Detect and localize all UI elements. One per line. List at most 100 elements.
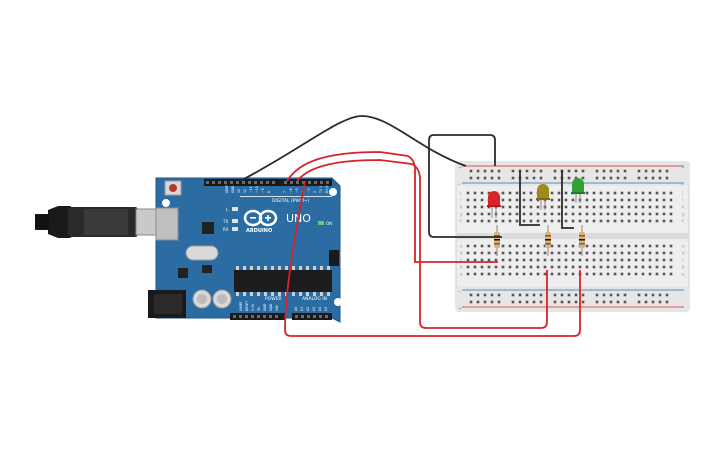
- breadboard-hole[interactable]: [651, 169, 655, 173]
- breadboard-hole[interactable]: [571, 251, 575, 255]
- breadboard-hole[interactable]: [613, 272, 617, 276]
- breadboard-hole[interactable]: [508, 258, 512, 262]
- reset-button[interactable]: [164, 180, 182, 196]
- breadboard-hole[interactable]: [620, 272, 624, 276]
- breadboard-hole[interactable]: [644, 300, 648, 304]
- breadboard-hole[interactable]: [536, 244, 540, 248]
- wire-gnd-loop[interactable]: [428, 134, 502, 238]
- breadboard-hole[interactable]: [655, 212, 659, 216]
- breadboard-hole[interactable]: [634, 191, 638, 195]
- breadboard-hole[interactable]: [508, 244, 512, 248]
- breadboard-hole[interactable]: [641, 251, 645, 255]
- breadboard-hole[interactable]: [648, 244, 652, 248]
- breadboard-hole[interactable]: [466, 198, 470, 202]
- breadboard-hole[interactable]: [620, 219, 624, 223]
- breadboard-hole[interactable]: [571, 272, 575, 276]
- breadboard-hole[interactable]: [585, 212, 589, 216]
- breadboard-hole[interactable]: [522, 219, 526, 223]
- breadboard-hole[interactable]: [669, 219, 673, 223]
- breadboard-hole[interactable]: [634, 251, 638, 255]
- breadboard-hole[interactable]: [536, 219, 540, 223]
- breadboard-hole[interactable]: [529, 198, 533, 202]
- breadboard-hole[interactable]: [473, 265, 477, 269]
- breadboard-hole[interactable]: [564, 244, 568, 248]
- breadboard-hole[interactable]: [564, 258, 568, 262]
- breadboard-hole[interactable]: [669, 191, 673, 195]
- breadboard-hole[interactable]: [620, 251, 624, 255]
- breadboard-hole[interactable]: [592, 219, 596, 223]
- breadboard-hole[interactable]: [564, 191, 568, 195]
- breadboard-hole[interactable]: [466, 212, 470, 216]
- breadboard-hole[interactable]: [634, 244, 638, 248]
- breadboard-hole[interactable]: [644, 169, 648, 173]
- breadboard-hole[interactable]: [662, 244, 666, 248]
- breadboard-hole[interactable]: [648, 265, 652, 269]
- breadboard-hole[interactable]: [543, 272, 547, 276]
- breadboard-hole[interactable]: [655, 265, 659, 269]
- breadboard-hole[interactable]: [522, 205, 526, 209]
- breadboard-hole[interactable]: [609, 176, 613, 180]
- breadboard-hole[interactable]: [634, 219, 638, 223]
- breadboard-hole[interactable]: [613, 219, 617, 223]
- breadboard-hole[interactable]: [480, 244, 484, 248]
- breadboard-hole[interactable]: [585, 272, 589, 276]
- breadboard-hole[interactable]: [599, 212, 603, 216]
- breadboard-hole[interactable]: [669, 198, 673, 202]
- breadboard-hole[interactable]: [543, 258, 547, 262]
- breadboard-hole[interactable]: [469, 176, 473, 180]
- breadboard-hole[interactable]: [529, 244, 533, 248]
- breadboard-hole[interactable]: [532, 300, 536, 304]
- breadboard-hole[interactable]: [564, 198, 568, 202]
- breadboard-hole[interactable]: [501, 198, 505, 202]
- breadboard-hole[interactable]: [606, 205, 610, 209]
- breadboard-hole[interactable]: [648, 198, 652, 202]
- breadboard-hole[interactable]: [641, 272, 645, 276]
- wire-gnd-green[interactable]: [561, 170, 574, 229]
- breadboard-hole[interactable]: [599, 219, 603, 223]
- breadboard-hole[interactable]: [662, 219, 666, 223]
- breadboard-hole[interactable]: [634, 198, 638, 202]
- breadboard-hole[interactable]: [515, 244, 519, 248]
- breadboard-hole[interactable]: [669, 244, 673, 248]
- breadboard-hole[interactable]: [616, 293, 620, 297]
- breadboard-hole[interactable]: [634, 265, 638, 269]
- breadboard-hole[interactable]: [665, 300, 669, 304]
- breadboard-hole[interactable]: [595, 293, 599, 297]
- breadboard-hole[interactable]: [655, 219, 659, 223]
- breadboard-hole[interactable]: [648, 205, 652, 209]
- breadboard-hole[interactable]: [585, 191, 589, 195]
- breadboard-hole[interactable]: [616, 176, 620, 180]
- breadboard-hole[interactable]: [585, 265, 589, 269]
- power-header[interactable]: [230, 313, 286, 320]
- breadboard-hole[interactable]: [476, 169, 480, 173]
- breadboard-hole[interactable]: [606, 191, 610, 195]
- breadboard-hole[interactable]: [595, 176, 599, 180]
- breadboard-hole[interactable]: [487, 244, 491, 248]
- breadboard-hole[interactable]: [648, 272, 652, 276]
- breadboard-hole[interactable]: [480, 198, 484, 202]
- breadboard-hole[interactable]: [487, 272, 491, 276]
- breadboard-hole[interactable]: [480, 205, 484, 209]
- breadboard-hole[interactable]: [557, 244, 561, 248]
- breadboard-hole[interactable]: [483, 169, 487, 173]
- breadboard-hole[interactable]: [480, 191, 484, 195]
- breadboard-hole[interactable]: [648, 251, 652, 255]
- breadboard-hole[interactable]: [592, 212, 596, 216]
- breadboard-hole[interactable]: [466, 244, 470, 248]
- breadboard-hole[interactable]: [634, 205, 638, 209]
- breadboard-hole[interactable]: [553, 300, 557, 304]
- breadboard-hole[interactable]: [501, 191, 505, 195]
- breadboard-hole[interactable]: [529, 265, 533, 269]
- breadboard-hole[interactable]: [602, 293, 606, 297]
- breadboard-hole[interactable]: [578, 265, 582, 269]
- breadboard-hole[interactable]: [623, 300, 627, 304]
- breadboard-hole[interactable]: [522, 212, 526, 216]
- breadboard-hole[interactable]: [508, 198, 512, 202]
- breadboard-hole[interactable]: [571, 198, 575, 202]
- breadboard-hole[interactable]: [469, 169, 473, 173]
- breadboard-hole[interactable]: [648, 258, 652, 262]
- breadboard-hole[interactable]: [508, 272, 512, 276]
- breadboard-hole[interactable]: [623, 293, 627, 297]
- breadboard-hole[interactable]: [599, 258, 603, 262]
